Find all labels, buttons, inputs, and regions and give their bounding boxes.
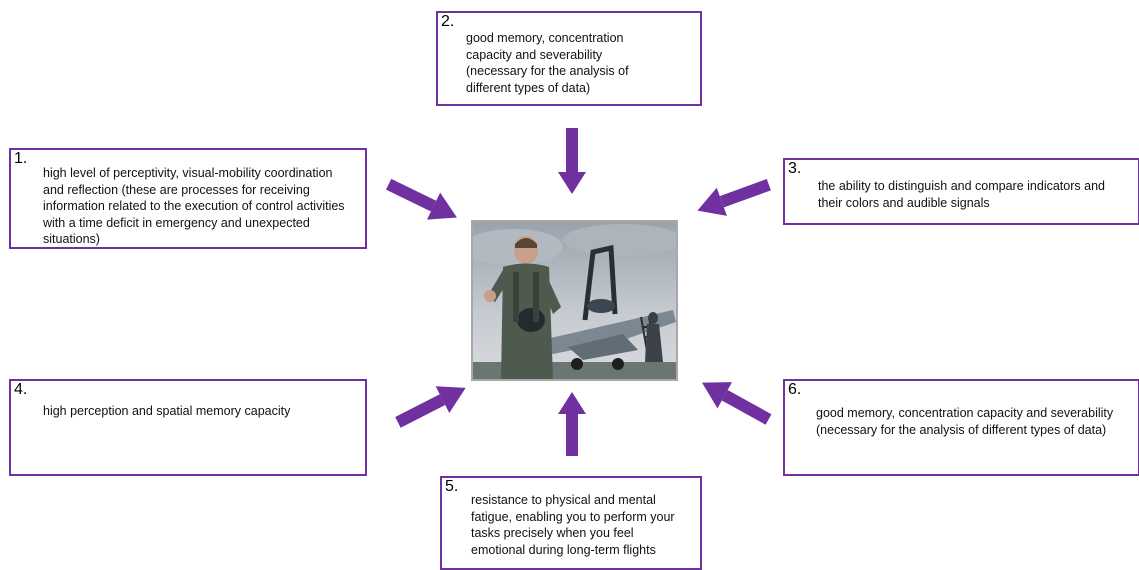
arrow-3 (697, 179, 771, 216)
box-number: 6. (788, 381, 802, 398)
requirement-box-4: 4. high perception and spatial memory ca… (9, 379, 367, 476)
box-text: high perception and spatial memory capac… (43, 404, 291, 418)
pilot-with-fighter-jet-photo (471, 220, 678, 381)
requirement-box-2: 2. good memory, concentration capacity a… (436, 11, 702, 106)
box-text: good memory, concentration capacity and … (816, 406, 1114, 437)
box-text: high level of perceptivity, visual-mobil… (43, 166, 345, 246)
arrow-2 (558, 128, 586, 194)
box-number: 1. (14, 150, 28, 167)
arrow-5 (558, 392, 586, 456)
requirement-box-3: 3. the ability to distinguish and compar… (783, 158, 1139, 225)
box-number: 2. (441, 13, 455, 30)
requirement-box-1: 1. high level of perceptivity, visual-mo… (9, 148, 367, 249)
requirement-box-5: 5. resistance to physical and mental fat… (440, 476, 702, 570)
box-number: 4. (14, 381, 28, 398)
box-number: 5. (445, 478, 459, 495)
arrow-6 (702, 382, 772, 425)
arrow-4 (395, 386, 466, 428)
box-text: the ability to distinguish and compare i… (818, 179, 1105, 210)
arrow-1 (386, 178, 457, 220)
box-number: 3. (788, 160, 802, 177)
box-text: good memory, concentration capacity and … (466, 31, 629, 95)
box-text: resistance to physical and mental fatigu… (471, 493, 675, 557)
